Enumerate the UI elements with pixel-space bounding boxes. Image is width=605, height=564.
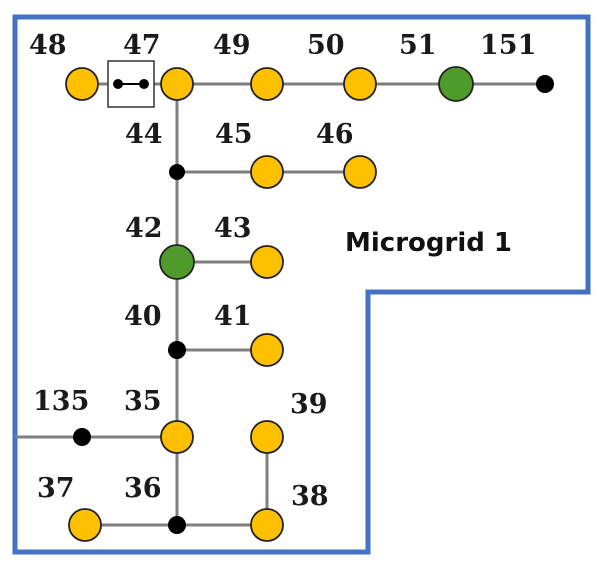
connection-lines — [15, 82, 545, 527]
label-45: 45 — [215, 119, 253, 150]
label-38: 38 — [291, 481, 329, 512]
node-40 — [168, 341, 186, 359]
node-43 — [250, 245, 284, 279]
label-43: 43 — [214, 213, 252, 244]
label-44: 44 — [125, 119, 163, 150]
node-46 — [343, 155, 377, 189]
node-42 — [159, 244, 195, 280]
node-48 — [65, 67, 99, 101]
node-45 — [250, 155, 284, 189]
label-36: 36 — [124, 473, 162, 504]
microgrid-boundary — [12, 14, 591, 555]
label-39: 39 — [290, 389, 328, 420]
label-49: 49 — [213, 30, 251, 61]
microgrid-title: Microgrid 1 — [345, 228, 512, 258]
label-47: 47 — [123, 30, 161, 61]
label-46: 46 — [316, 119, 354, 150]
junction-45-branch — [169, 164, 185, 180]
node-135 — [73, 428, 91, 446]
label-135: 135 — [33, 386, 89, 417]
node-39 — [250, 420, 284, 454]
node-35 — [160, 420, 194, 454]
node-41 — [250, 333, 284, 367]
label-37: 37 — [37, 473, 75, 504]
switch-47 — [107, 60, 155, 108]
label-40: 40 — [124, 301, 162, 332]
node-51 — [438, 66, 474, 102]
node-38 — [250, 508, 284, 542]
label-35: 35 — [124, 386, 162, 417]
label-51: 51 — [399, 30, 437, 61]
label-50: 50 — [307, 30, 345, 61]
node-49 — [250, 67, 284, 101]
node-36 — [168, 516, 186, 534]
label-151: 151 — [480, 30, 536, 61]
label-48: 48 — [29, 30, 67, 61]
node-50 — [343, 67, 377, 101]
label-41: 41 — [214, 301, 252, 332]
node-37 — [68, 508, 102, 542]
node-151 — [536, 75, 554, 93]
switch-contact-right — [139, 79, 149, 89]
node-44 — [160, 67, 194, 101]
switch-contact-left — [113, 79, 123, 89]
label-42: 42 — [125, 213, 163, 244]
